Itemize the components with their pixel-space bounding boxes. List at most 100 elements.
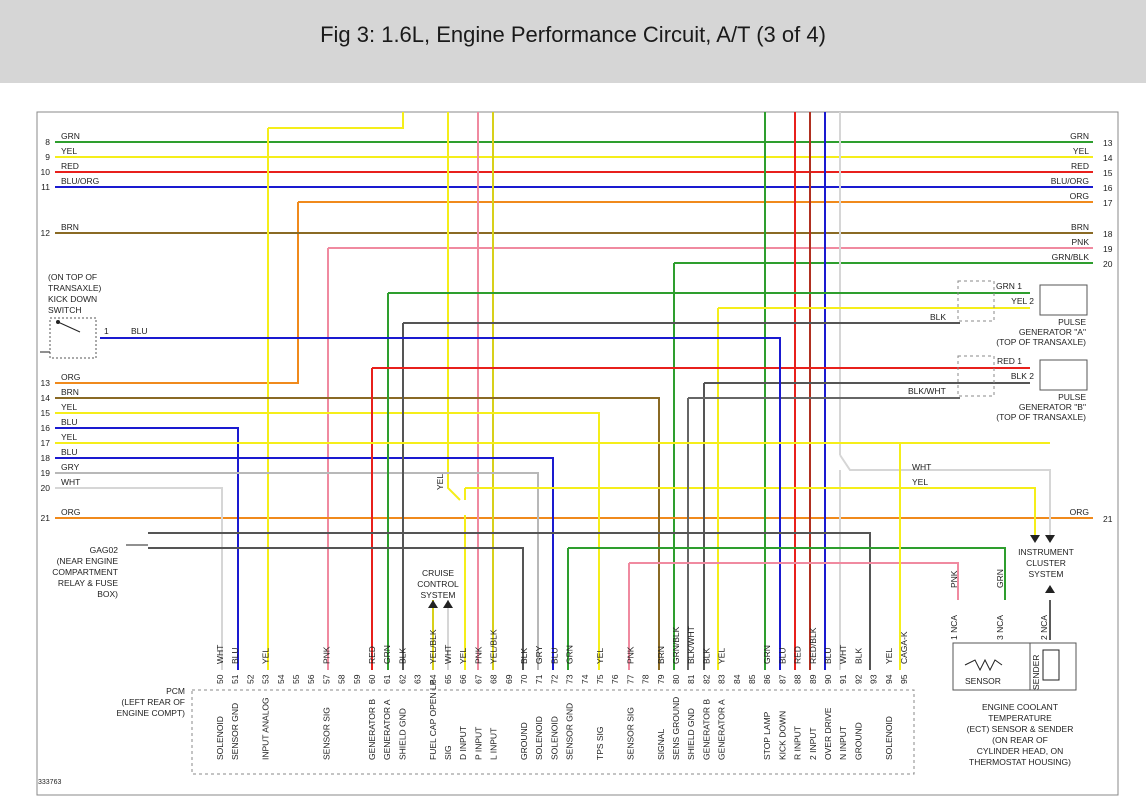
left-wire-label: GRN — [61, 131, 80, 141]
pcm-pin-wire: YEL — [884, 648, 894, 664]
wire-brn-79 — [55, 397, 660, 670]
pulse-generator-a-wire1: GRN 1 — [996, 281, 1022, 291]
pcm-pin-number: 59 — [352, 674, 362, 684]
label-wht-cluster: WHT — [912, 462, 931, 472]
pulse-generator-b-shield — [957, 355, 995, 397]
left-wire-label: BLU — [61, 447, 78, 457]
wire-yel-cruise — [447, 112, 461, 501]
wire-yel-to-cluster — [465, 487, 1036, 535]
wire-wht-to-cluster — [839, 454, 1051, 535]
wire-blk-70 — [148, 547, 524, 670]
pulse-generator-b-wire1: RED 1 — [997, 356, 1022, 366]
pcm-pin-wire: BLK/WHT — [686, 626, 696, 664]
pcm-pin-function: SIG — [443, 745, 453, 760]
ect-sender-label: SENDER — [1031, 655, 1041, 690]
left-pin-number: 21 — [41, 513, 51, 523]
left-wire-label: RED — [61, 161, 79, 171]
pcm-pin-wire: YEL — [595, 648, 605, 664]
pcm-pin-number: 55 — [291, 674, 301, 684]
right-pin-number: 14 — [1103, 153, 1113, 163]
wire-yel-94 — [55, 442, 901, 670]
pcm-pin-wire: CAGA-K — [899, 631, 909, 664]
pcm-pin-function: GENERATOR B — [701, 699, 711, 760]
pcm-pin-wire: RED — [367, 646, 377, 664]
title-bar: Fig 3: 1.6L, Engine Performance Circuit,… — [0, 0, 1146, 83]
pcm-pin-number: 67 — [473, 674, 483, 684]
pcm-pin-number: 62 — [397, 674, 407, 684]
right-wire-label: RED — [1071, 161, 1089, 171]
pcm-pin-wire: RED — [793, 646, 803, 664]
ect-wire-pnk: PNK — [949, 570, 959, 588]
ground-text: RELAY & FUSE — [58, 578, 118, 588]
pcm-pin-number: 84 — [732, 674, 742, 684]
ect-wire-grn: GRN — [995, 569, 1005, 588]
right-wire-label: YEL — [1073, 146, 1089, 156]
pcm-pin-wire: YEL/BLK — [489, 629, 499, 664]
pcm-pin-number: 60 — [367, 674, 377, 684]
left-pin-number: 14 — [41, 393, 51, 403]
pcm-pin-wire: YEL/BLK — [428, 629, 438, 664]
left-pin-number: 16 — [41, 423, 51, 433]
page-title: Fig 3: 1.6L, Engine Performance Circuit,… — [320, 22, 826, 47]
cruise-text: CONTROL — [417, 579, 459, 589]
pcm-pin-function: R INPUT — [793, 726, 803, 760]
pcm-pin-function: GROUND — [853, 722, 863, 760]
pcm-text: ENGINE COMPT) — [117, 708, 186, 718]
pcm-pin-function: OVER DRIVE — [823, 707, 833, 760]
pcm-pin-function: FUEL CAP OPEN LP — [428, 679, 438, 760]
ect-pin-label: 3 NCA — [995, 615, 1005, 640]
right-wire-label: GRN — [1070, 131, 1089, 141]
pcm-pin-number: 93 — [869, 674, 879, 684]
right-pin-number: 13 — [1103, 138, 1113, 148]
diagram-frame — [36, 111, 1119, 796]
left-wire-label: GRY — [61, 462, 80, 472]
pcm-pin-function: INPUT ANALOG — [261, 697, 271, 760]
pcm-pin-number: 72 — [549, 674, 559, 684]
pcm-pin-function: GENERATOR A — [717, 699, 727, 760]
pcm-pin-function: SOLENOID — [549, 716, 559, 760]
left-wire-label: WHT — [61, 477, 80, 487]
pcm-pin-number: 65 — [443, 674, 453, 684]
pulse-generator-b-box — [1039, 359, 1088, 391]
left-pin-number: 10 — [41, 167, 51, 177]
pulse-generator-b-text: PULSE — [1058, 392, 1086, 402]
pcm-pin-wire: BRN — [656, 646, 666, 664]
pcm-pin-wire: GRN/BLK — [671, 626, 681, 664]
labels-layer: 8GRN9YEL10RED11BLU/ORG12BRN13ORG14BRN15Y… — [41, 131, 1113, 524]
label-yel-cluster: YEL — [912, 477, 928, 487]
kickdown-text: KICK DOWN — [48, 294, 97, 304]
pcm-pin-number: 58 — [337, 674, 347, 684]
pcm-pin-function: SOLENOID — [884, 716, 894, 760]
pcm-box — [191, 689, 915, 775]
pcm-pin-function: GENERATOR B — [367, 699, 377, 760]
right-wire-label: ORG — [1070, 507, 1089, 517]
left-pin-number: 12 — [41, 228, 51, 238]
pcm-pin-number: 87 — [777, 674, 787, 684]
pulse-generator-b-text: (TOP OF TRANSAXLE) — [996, 412, 1086, 422]
pcm-pin-number: 73 — [565, 674, 575, 684]
ect-text: ENGINE COOLANT — [982, 702, 1058, 712]
ect-pin-label: 1 NCA — [949, 615, 959, 640]
pcm-pin-number: 51 — [230, 674, 240, 684]
right-wire-label: BLU/ORG — [1051, 176, 1089, 186]
pcm-pin-number: 85 — [747, 674, 757, 684]
pcm-pin-function: STOP LAMP — [762, 711, 772, 760]
pcm-pin-number: 57 — [321, 674, 331, 684]
pcm-pin-number: 78 — [641, 674, 651, 684]
left-wire-label: YEL — [61, 402, 77, 412]
pcm-pin-wire: WHT — [443, 645, 453, 664]
pcm-pin-number: 75 — [595, 674, 605, 684]
right-pin-number: 15 — [1103, 168, 1113, 178]
pcm-pin-function: SHIELD GND — [686, 708, 696, 760]
pcm-pin-number: 81 — [686, 674, 696, 684]
ect-text: TEMPERATURE — [988, 713, 1052, 723]
pcm-pin-number: 61 — [382, 674, 392, 684]
pulse-generator-a-wire2: YEL 2 — [1011, 296, 1034, 306]
label-yel-cruise: YEL — [435, 474, 445, 490]
left-wire-label: YEL — [61, 432, 77, 442]
kickdown-switch-box — [49, 317, 97, 359]
cluster-arrow-2 — [1045, 535, 1055, 543]
pcm-pin-number: 70 — [519, 674, 529, 684]
label-blkwht-shield-b: BLK/WHT — [908, 386, 946, 396]
ground-text: GAG02 — [90, 545, 119, 555]
